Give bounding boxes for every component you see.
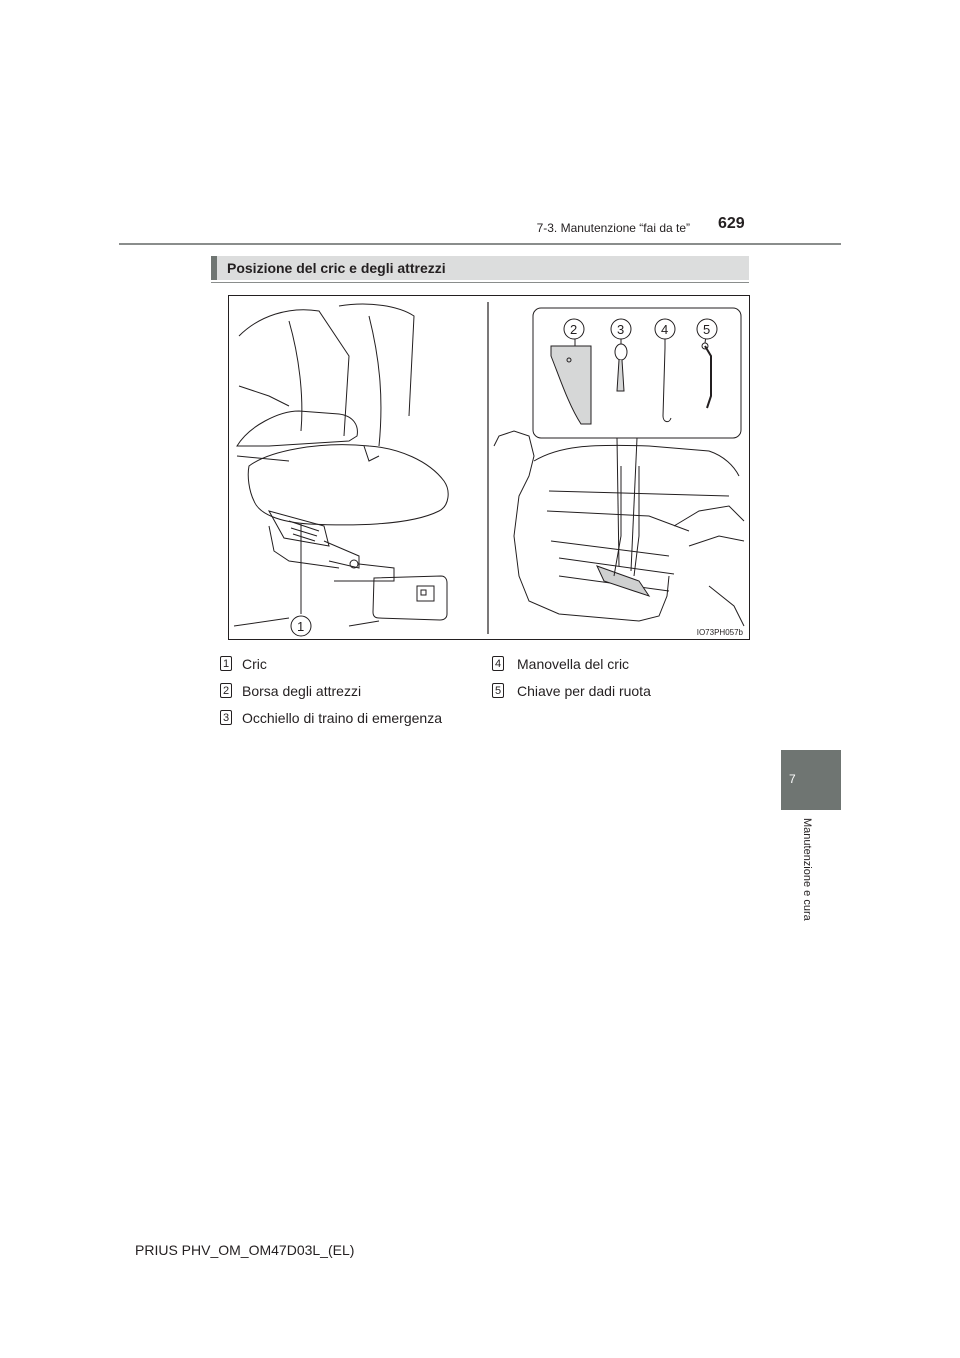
chapter-title: Manutenzione e cura	[801, 818, 813, 921]
document-footer: PRIUS PHV_OM_OM47D03L_(EL)	[135, 1242, 354, 1258]
legend-num-4: 4	[492, 656, 504, 671]
legend-label-5: Chiave per dadi ruota	[517, 683, 651, 699]
callout-2: 2	[570, 322, 577, 337]
header-divider	[119, 243, 841, 245]
callout-1: 1	[297, 619, 304, 634]
page-number: 629	[718, 215, 745, 233]
legend-label-2: Borsa degli attrezzi	[242, 683, 361, 699]
legend-num-5: 5	[492, 683, 504, 698]
chapter-tab: 7	[781, 750, 841, 810]
legend-num-2: 2	[220, 683, 232, 698]
section-heading-text: Posizione del cric e degli attrezzi	[227, 260, 446, 276]
heading-divider	[211, 282, 749, 283]
callout-3: 3	[617, 322, 624, 337]
chapter-number: 7	[789, 772, 796, 786]
section-heading: Posizione del cric e degli attrezzi	[211, 256, 749, 280]
callout-4: 4	[661, 322, 668, 337]
legend-num-3: 3	[220, 710, 232, 725]
callout-5: 5	[703, 322, 710, 337]
legend-label-1: Cric	[242, 656, 267, 672]
jack-tools-illustration: 1 2 3 4	[228, 295, 750, 640]
legend-num-1: 1	[220, 656, 232, 671]
running-header-text: 7-3. Manutenzione “fai da te”	[537, 221, 690, 235]
figure-code: IO73PH057b	[695, 628, 745, 637]
chapter-title-vertical: Manutenzione e cura	[785, 818, 815, 938]
legend-label-3: Occhiello di traino di emergenza	[242, 710, 442, 726]
illustration-drawing: 1 2 3 4	[229, 296, 749, 639]
legend-label-4: Manovella del cric	[517, 656, 629, 672]
